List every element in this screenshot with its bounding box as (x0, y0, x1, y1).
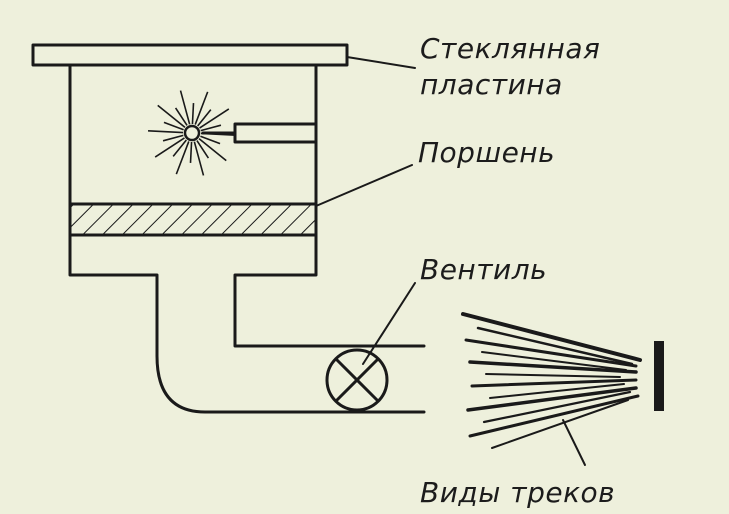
starburst-ray (200, 124, 222, 132)
starburst-ray (200, 135, 221, 145)
source-holder (233, 122, 318, 144)
particle-track (468, 360, 638, 374)
starburst-ray (175, 141, 190, 175)
leader-tracks (562, 419, 586, 466)
piston (68, 202, 318, 237)
starburst-core (183, 124, 201, 142)
starburst-ray (189, 141, 193, 164)
leader-piston (315, 164, 413, 207)
particle-track (468, 394, 640, 438)
label-piston: Поршень (418, 136, 555, 169)
label-tracks: Виды треков (420, 476, 615, 509)
particle-track (482, 390, 632, 424)
chamber-wall (68, 63, 426, 414)
leader-valve (362, 282, 416, 365)
label-glass-plate-line1: Стеклянная (420, 32, 600, 65)
glass-plate (31, 43, 349, 67)
starburst-ray (172, 139, 187, 157)
starburst-ray (196, 140, 210, 159)
starburst-icon (148, 90, 236, 176)
label-glass-plate-line2: пластина (420, 68, 563, 101)
particle-track (485, 373, 621, 378)
circle-x-icon (325, 348, 389, 412)
starburst-ray (194, 91, 209, 125)
particle-track (491, 399, 629, 449)
starburst-ray (197, 109, 212, 127)
starburst-ray (174, 107, 188, 126)
particle-track (489, 383, 625, 399)
starburst-ray (179, 90, 191, 125)
particle-track (481, 351, 627, 371)
particle-tracks (461, 312, 642, 449)
starburst-ray (193, 141, 205, 176)
starburst-ray (157, 104, 186, 128)
starburst-ray (191, 102, 195, 125)
starburst-ray (154, 137, 185, 158)
target-plate (654, 341, 664, 411)
starburst-ray (199, 108, 230, 129)
starburst-ray (198, 138, 227, 162)
starburst-ray (162, 134, 184, 142)
leader-glass-plate (346, 56, 416, 69)
particle-track (470, 378, 638, 388)
particle-track (464, 338, 638, 368)
particle-track (476, 326, 634, 366)
label-valve: Вентиль (420, 253, 547, 286)
particle-track (461, 312, 642, 362)
particle-track (466, 386, 638, 412)
starburst-ray (163, 121, 184, 131)
starburst-ray (200, 132, 236, 136)
starburst-ray (148, 130, 184, 134)
